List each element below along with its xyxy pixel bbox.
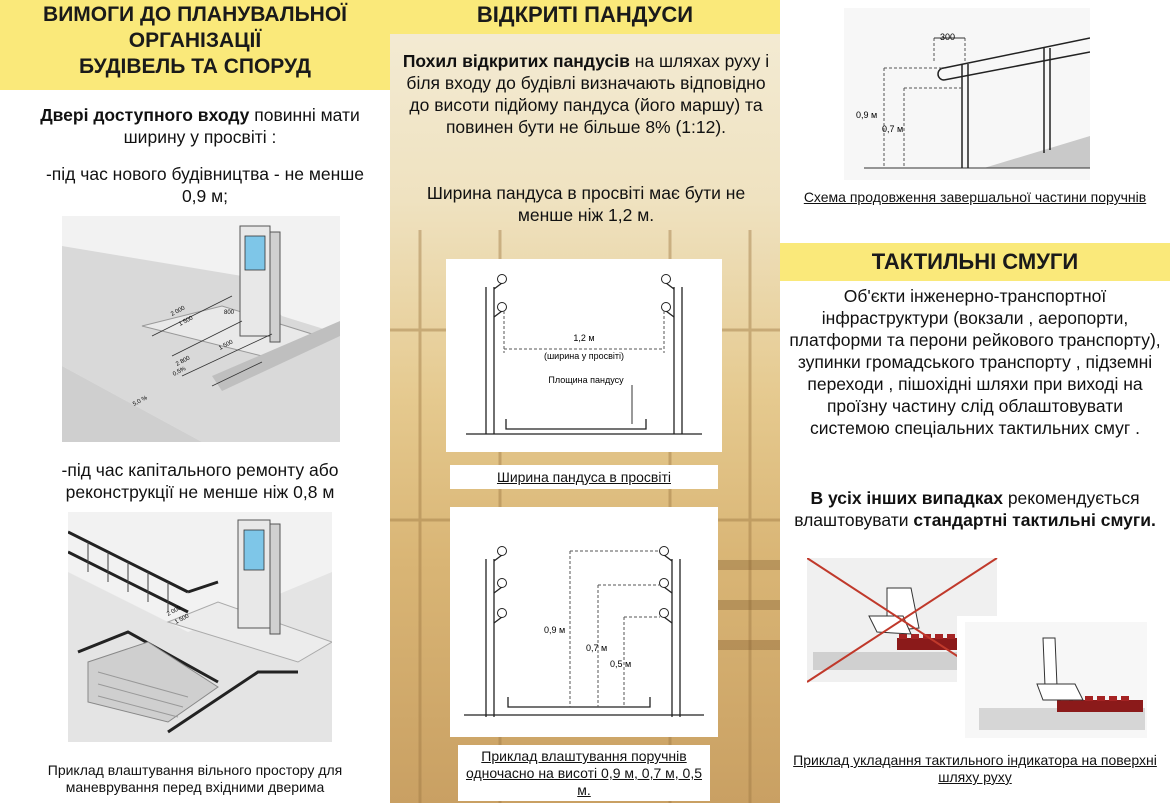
left-column: ВИМОГИ ДО ПЛАНУВАЛЬНОЇ ОРГАНІЗАЦІЇ БУДІВ… (0, 0, 390, 803)
ramp-width-value: 1,2 м (573, 333, 594, 343)
tactile-indicator-caption: Приклад укладання тактильного індикатора… (793, 752, 1157, 785)
planning-title-line-2: ОРГАНІЗАЦІЇ (128, 29, 262, 52)
handrail-heights-drawing: 0,9 м 0,7 м 0,5 м (464, 546, 704, 717)
tactile-other-bold: В усіх інших випадках (810, 488, 1003, 508)
planning-title-line-1: ВИМОГИ ДО ПЛАНУВАЛЬНОЇ (43, 3, 347, 26)
handrail-caption: Приклад влаштування поручнів одночасно н… (465, 748, 703, 798)
repair-text: -під час капітального ремонту або реконс… (61, 460, 339, 502)
door-width-paragraph: Двері доступного входу повинні мати шири… (15, 104, 385, 148)
slope-bold: Похил відкритих пандусів (402, 51, 630, 71)
handrail-height-05: 0,5 м (610, 659, 631, 669)
tactile-other-bold2: стандартні тактильні смуги. (913, 510, 1156, 530)
handrail-caption-bg (458, 745, 710, 801)
handrail-extension-caption: Схема продовження завершальної частини п… (803, 189, 1147, 205)
stairs-ramp-figure: 2 000 1 500 (67, 512, 334, 742)
planning-title: ВИМОГИ ДО ПЛАНУВАЛЬНОЇ ОРГАНІЗАЦІЇ БУДІВ… (0, 0, 390, 90)
tactile-other-text: В усіх інших випадках рекомендується вла… (786, 487, 1164, 531)
handrail-heights-figure: 0,9 м 0,7 м 0,5 м (450, 507, 718, 737)
door-approach-drawing: 2 000 1 500 800 1 500 2 800 0,5% 5,0 % (62, 225, 340, 442)
ramp-platform-label: Площина пандусу (548, 375, 624, 385)
new-build-text: -під час нового будівництва - не менше 0… (45, 164, 365, 206)
handrail-height-09: 0,9 м (544, 625, 565, 635)
tactile-objects-text: Об'єкти інженерно-транспортної інфрастру… (789, 286, 1161, 438)
ramp-width-figure: 1,2 м (ширина у просвіті) Площина пандус… (446, 259, 722, 452)
maneuver-caption: Приклад влаштування вільного простору дл… (47, 762, 343, 795)
handrail-extension-drawing: 300 0,9 м 0,7 м (856, 32, 1091, 169)
door-approach-figure: 2 000 1 500 800 1 500 2 800 0,5% 5,0 % (62, 216, 340, 442)
ramp-width-caption: Ширина пандуса в просвіті (496, 469, 671, 485)
tactile-other-mid: рекомендується влаштовувати (794, 488, 1140, 530)
planning-title-line-3: БУДІВЕЛЬ ТА СПОРУД (79, 55, 311, 78)
tactile-indicator-drawing (806, 557, 1154, 740)
stairs-ramp-drawing: 2 000 1 500 (67, 519, 334, 742)
slope-rest: на шляхах руху і біля входу до будівлі в… (406, 51, 770, 137)
extension-dim-300: 300 (940, 32, 955, 42)
door-width-rest: повинні мати ширину у просвіті : (123, 105, 360, 147)
extension-height-09: 0,9 м (856, 110, 877, 120)
ramp-width-note: (ширина у просвіті) (544, 351, 624, 361)
door-width-bold: Двері доступного входу (40, 105, 250, 125)
ramp-width-caption-bg (450, 465, 718, 489)
tactile-indicator-figure (806, 557, 1154, 741)
ramps-title: ВІДКРИТІ ПАНДУСИ (390, 0, 780, 34)
tactile-title: ТАКТИЛЬНІ СМУГИ (780, 243, 1170, 281)
ramp-width-drawing: 1,2 м (ширина у просвіті) Площина пандус… (466, 274, 702, 435)
middle-column: ВІДКРИТІ ПАНДУСИ Похил відкритих пандусі… (390, 0, 780, 803)
extension-height-07: 0,7 м (882, 124, 903, 134)
handrail-height-07: 0,7 м (586, 643, 607, 653)
right-column: 300 0,9 м 0,7 м Схема продовження заверш… (780, 0, 1170, 803)
slope-paragraph: Похил відкритих пандусів на шляхах руху … (398, 50, 774, 138)
ramp-width-text: Ширина пандуса в просвіті має бути не ме… (426, 183, 746, 225)
fig1-label-800: 800 (224, 310, 235, 316)
handrail-extension-figure: 300 0,9 м 0,7 м (844, 8, 1091, 180)
